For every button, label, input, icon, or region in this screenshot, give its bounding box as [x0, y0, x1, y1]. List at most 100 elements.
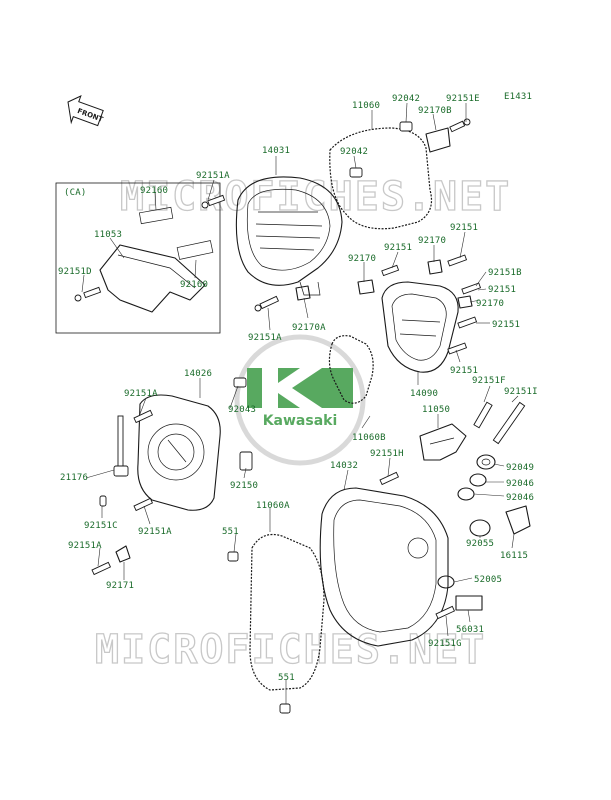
inset-label: (CA): [64, 188, 86, 198]
seal-92046b: [457, 487, 475, 501]
label-92151b: 92151B: [488, 268, 522, 278]
clamp-92170-3: [457, 295, 473, 309]
shaft-21176: [113, 415, 129, 477]
label-551: 551: [222, 527, 239, 537]
bolt-92151c: [99, 495, 107, 507]
label-92170a: 92170A: [292, 323, 326, 333]
label-11053: 11053: [94, 230, 122, 240]
label-551: 551: [278, 673, 295, 683]
watermark-bottom: MICROFICHES.NET: [95, 627, 486, 673]
label-92042: 92042: [340, 147, 368, 157]
label-92151h: 92151H: [370, 449, 404, 459]
label-92151a: 92151A: [68, 541, 102, 551]
o-ring-92055: [469, 519, 491, 537]
label-16115: 16115: [500, 551, 528, 561]
label-92043: 92043: [228, 405, 256, 415]
dowel-92043: [233, 377, 247, 388]
cap-16115: [505, 505, 531, 535]
clamp-92170b: [425, 127, 451, 153]
bolt-92151a-left: [133, 409, 154, 424]
bolt-92151i: [492, 401, 526, 445]
watermark-top: MICROFICHES.NET: [120, 174, 511, 220]
gasket-11060a: [249, 533, 325, 691]
label-92151: 92151: [450, 366, 478, 376]
bolt-92151-3: [461, 282, 482, 295]
label-14032: 14032: [330, 461, 358, 471]
bolt-92151-5: [447, 342, 468, 355]
dowel-551a: [227, 551, 239, 562]
label-92170: 92170: [348, 254, 376, 264]
label-92046: 92046: [506, 479, 534, 489]
clamp-92170-1: [427, 259, 443, 275]
label-21176: 21176: [60, 473, 88, 483]
label-92171: 92171: [106, 581, 134, 591]
bolt-92151-2: [447, 254, 468, 267]
label-92151: 92151: [450, 223, 478, 233]
dowel-92042-top: [399, 121, 413, 132]
bolt-92151e: [449, 118, 471, 133]
label-92151a: 92151A: [196, 171, 230, 181]
label-92151: 92151: [384, 243, 412, 253]
label-11050: 11050: [422, 405, 450, 415]
label-92151: 92151: [488, 285, 516, 295]
label-92049: 92049: [506, 463, 534, 473]
pulsing-cover-14090: [381, 281, 459, 373]
label-92170: 92170: [418, 236, 446, 246]
bracket-11050: [419, 423, 467, 461]
label-56031: 56031: [456, 625, 484, 635]
label-92151g: 92151G: [428, 639, 462, 649]
label-92160: 92160: [180, 280, 208, 290]
dowel-92150: [239, 451, 253, 471]
label-11060b: 11060B: [352, 433, 386, 443]
bolt-92151a-low: [133, 497, 154, 512]
label-92151c: 92151C: [84, 521, 118, 531]
gasket-11060: [329, 127, 433, 230]
inset-ca-box: (CA): [55, 182, 221, 334]
front-arrow-icon: FRONT: [67, 95, 104, 127]
label-92151: 92151: [492, 320, 520, 330]
bolt-92151-1: [381, 264, 400, 277]
label-92151a: 92151A: [124, 389, 158, 399]
label-92151i: 92151I: [504, 387, 538, 397]
clip-92171: [115, 545, 131, 563]
bolt-92151a-bot: [91, 561, 112, 576]
label-14026: 14026: [184, 369, 212, 379]
label-11060a: 11060A: [256, 501, 290, 511]
clamp-92170-2: [357, 279, 375, 295]
seal-52005: [437, 575, 455, 589]
seal-92046a: [469, 473, 487, 487]
gasket-11060b: [328, 335, 374, 404]
label-11060: 11060: [352, 101, 380, 111]
label-92042: 92042: [392, 94, 420, 104]
bolt-92151h: [379, 471, 400, 486]
bolt-92151g: [435, 605, 456, 620]
label-92151e: 92151E: [446, 94, 480, 104]
dowel-551b: [279, 703, 291, 714]
label-92170b: 92170B: [418, 106, 452, 116]
label-92055: 92055: [466, 539, 494, 549]
plate-56031: [455, 595, 483, 611]
part-labels: 11060 92042 92151E 92170B 14031 92042 92…: [58, 94, 538, 683]
label-92046: 92046: [506, 493, 534, 503]
clutch-cover-14032: [319, 487, 449, 647]
label-14031: 14031: [262, 146, 290, 156]
kawasaki-logo: Kawasaki: [234, 334, 366, 466]
dowel-92042-left: [349, 167, 363, 178]
label-92151a: 92151A: [138, 527, 172, 537]
generator-cover-14031: [235, 176, 343, 296]
clamp-92170a: [295, 285, 311, 301]
seal-92049: [476, 454, 496, 470]
label-92160: 92160: [140, 186, 168, 196]
label-52005: 52005: [474, 575, 502, 585]
leader-lines: [81, 102, 519, 704]
diagram-code: E1431: [504, 92, 532, 102]
label-92151f: 92151F: [472, 376, 506, 386]
bolt-92151a-top: [201, 194, 226, 209]
label-92170: 92170: [476, 299, 504, 309]
label-92151a: 92151A: [248, 333, 282, 343]
label-92150: 92150: [230, 481, 258, 491]
label-92151d: 92151D: [58, 267, 92, 277]
label-14090: 14090: [410, 389, 438, 399]
